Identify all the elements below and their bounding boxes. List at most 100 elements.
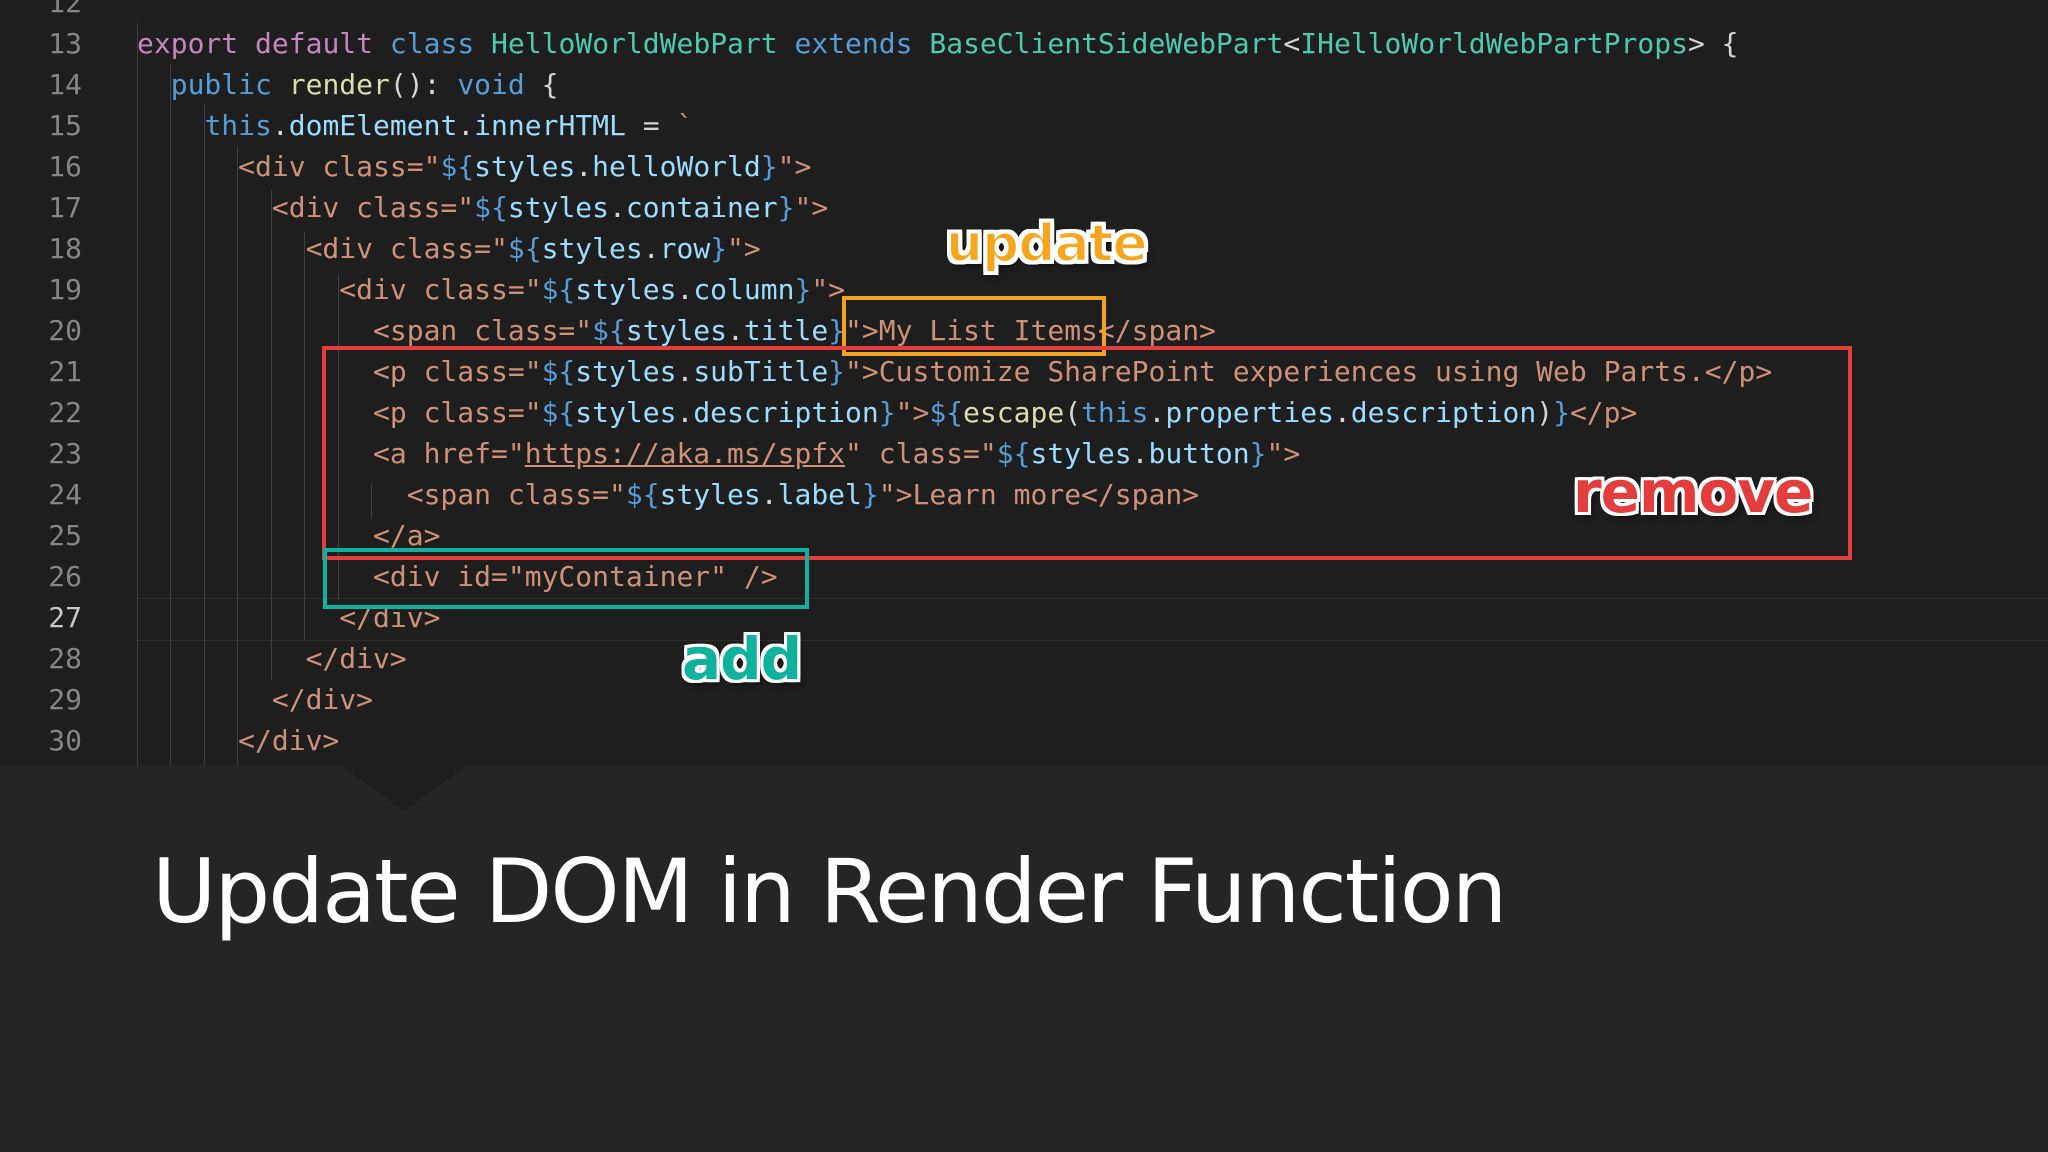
code-token: .: [727, 314, 744, 347]
code-line: 19 <div class="${styles.column}">: [0, 269, 2048, 310]
code-token: .: [676, 396, 694, 429]
code-token: " class=": [845, 437, 997, 470]
code-text: <span class="${styles.title}">My List It…: [137, 310, 1216, 351]
code-token: domElement: [288, 109, 458, 142]
code-token: }: [760, 150, 778, 183]
code-text: </a>: [137, 515, 440, 556]
code-text: <span class="${styles.label}">Learn more…: [137, 474, 1199, 515]
code-editor[interactable]: 12 13 export default class HelloWorldWebPa…: [0, 0, 2048, 765]
line-number: 13: [48, 27, 82, 60]
line-number: 16: [48, 150, 82, 183]
code-token: ">Learn more</span>: [878, 478, 1200, 511]
code-token: styles: [474, 150, 576, 183]
code-line: 22 <p class="${styles.description}">${es…: [0, 392, 2048, 433]
code-token: ">: [794, 191, 829, 224]
code-token: extends: [794, 27, 913, 60]
code-token: .: [676, 355, 694, 388]
remove-annotation: remove: [1573, 458, 1813, 526]
code-token: export: [137, 27, 239, 60]
indent-guide: [304, 232, 305, 640]
indent-guide: [170, 64, 171, 765]
code-token: row: [659, 232, 711, 265]
code-line: 14 public render(): void {: [0, 64, 2048, 105]
code-token: ${: [592, 314, 626, 347]
code-token: ">: [727, 232, 761, 265]
code-text: export default class HelloWorldWebPart e…: [137, 23, 1739, 64]
code-token: ${: [625, 478, 660, 511]
code-token: <div class=": [137, 273, 542, 306]
code-line: 16 <div class="${styles.helloWorld}">: [0, 146, 2048, 187]
code-line: 25 </a>: [0, 515, 2048, 556]
code-token: [474, 27, 491, 60]
code-token: <p class=": [137, 396, 542, 429]
line-number: 14: [48, 68, 82, 101]
code-token: innerHTML: [474, 109, 626, 142]
code-token: </div>: [137, 724, 340, 757]
code-token: ">: [895, 396, 930, 429]
code-token: HelloWorldWebPart: [491, 27, 778, 60]
code-token: </div>: [137, 683, 374, 716]
line-number: 20: [48, 314, 82, 347]
code-token: ">Customize SharePoint experiences using…: [845, 355, 1773, 388]
code-token: <span class=": [137, 314, 593, 347]
code-token: (: [1064, 396, 1082, 429]
code-token: class: [389, 27, 475, 60]
code-token: ():: [389, 68, 458, 101]
update-highlight-box: [842, 296, 1106, 356]
code-token: ">My List Items</span>: [845, 314, 1216, 347]
code-token: ${: [440, 150, 475, 183]
code-token: .: [1333, 396, 1351, 429]
code-token: .: [1131, 437, 1149, 470]
code-token: > {: [1687, 27, 1739, 60]
line-number: 12: [48, 0, 82, 19]
code-token: .: [575, 150, 593, 183]
line-number: 23: [48, 437, 82, 470]
indent-guide: [237, 146, 238, 765]
code-token: <div class=": [137, 232, 508, 265]
line-number: 17: [48, 191, 82, 224]
code-token: }: [861, 478, 879, 511]
code-token: [238, 27, 255, 60]
code-token: <a href=": [137, 437, 525, 470]
line-number: 24: [48, 478, 82, 511]
indent-guide: [271, 190, 272, 680]
add-highlight-box: [323, 548, 809, 609]
code-token: ">: [777, 150, 812, 183]
code-line: 20 <span class="${styles.title}">My List…: [0, 310, 2048, 351]
code-token: description: [1350, 396, 1537, 429]
line-number: 25: [48, 519, 82, 552]
code-token: <: [1283, 27, 1301, 60]
code-token: styles: [575, 273, 677, 306]
code-token: styles: [659, 478, 761, 511]
code-token: <div class=": [137, 150, 441, 183]
code-text: </div>: [137, 638, 407, 679]
code-line: 18 <div class="${styles.row}">: [0, 228, 2048, 269]
code-token: =: [625, 109, 677, 142]
line-number: 21: [48, 355, 82, 388]
code-token: ${: [541, 355, 576, 388]
code-line: 23 <a href="https://aka.ms/spfx" class="…: [0, 433, 2048, 474]
code-token: IHelloWorldWebPartProps: [1300, 27, 1688, 60]
code-token: [778, 27, 795, 60]
code-token: [373, 27, 390, 60]
code-line: 27 </div>: [0, 597, 2048, 638]
code-token: .: [271, 109, 289, 142]
code-token: </div>: [137, 642, 407, 675]
code-line: 28 </div>: [0, 638, 2048, 679]
code-token: <p class=": [137, 355, 542, 388]
line-number: 29: [48, 683, 82, 716]
code-token: }: [794, 273, 812, 306]
code-token: styles: [541, 232, 643, 265]
code-token: .: [457, 109, 475, 142]
caption-title: Update DOM in Render Function: [152, 840, 1507, 943]
code-token: styles: [1030, 437, 1132, 470]
code-token: styles: [625, 314, 728, 347]
code-line: 21 <p class="${styles.subTitle}">Customi…: [0, 351, 2048, 392]
line-number: 22: [48, 396, 82, 429]
code-token: [137, 68, 171, 101]
indent-guide: [371, 484, 372, 518]
code-token: }: [828, 314, 846, 347]
code-token: }: [777, 191, 795, 224]
code-token: ): [1536, 396, 1554, 429]
code-token: this: [204, 109, 272, 142]
